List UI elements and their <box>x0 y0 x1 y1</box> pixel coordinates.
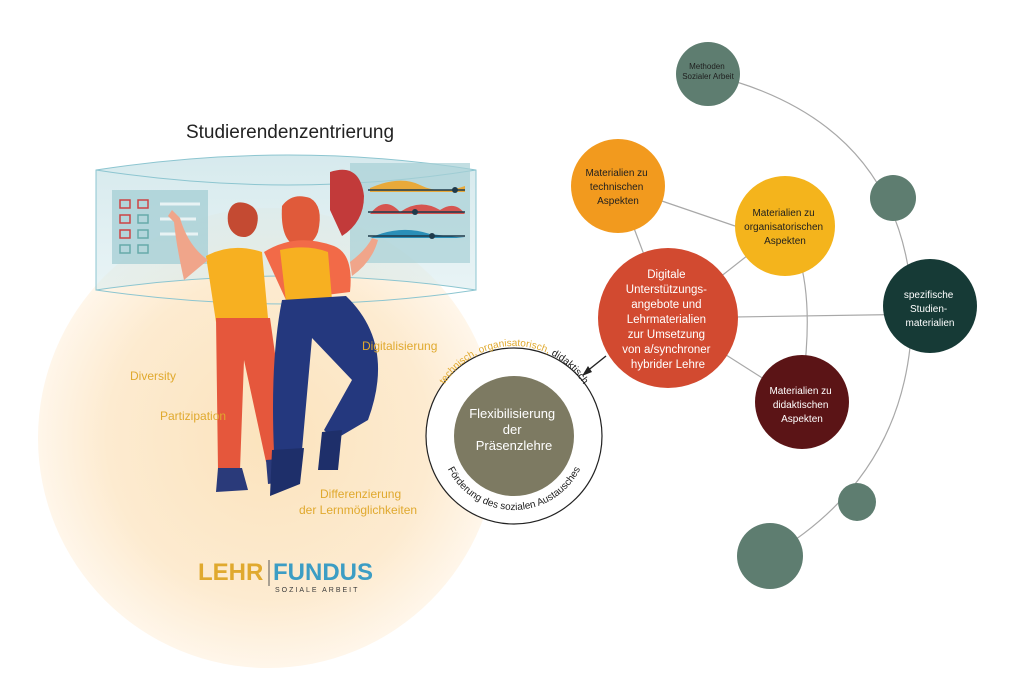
center-ring: Flexibilisierung der Präsenzlehre techni… <box>425 338 603 525</box>
node-digital-line-7: hybrider Lehre <box>631 359 705 371</box>
logo-lehr: LEHR <box>198 559 263 586</box>
svg-text:Methoden Sozialer Arbeit: Methoden Sozialer Arbeit <box>682 62 734 81</box>
label-differenzierung-2: der Lernmöglichkeiten <box>299 503 417 517</box>
title: Studierendenzentrierung <box>186 122 394 143</box>
label-diversity: Diversity <box>130 369 176 383</box>
node-methoden-line-1: Methoden <box>689 62 725 71</box>
graph-panel <box>350 163 470 263</box>
node-digital-line-1: Digitale <box>647 269 685 281</box>
node-organisatorisch-line-1: Materialien zu <box>752 208 814 219</box>
node-spezifisch-line-1: spezifische <box>904 290 954 301</box>
svg-text:Flexibilisierung der: Flexibilisierung der Präsenzlehre <box>469 406 559 453</box>
logo-fundus: FUNDUS <box>273 559 373 586</box>
node-organisatorisch: Materialien zu organisatorischen Aspekte… <box>735 176 835 276</box>
node-digital-line-2: Unterstützungs- <box>626 284 707 296</box>
node-digital: Digitale Unterstützungs- angebote und Le… <box>598 248 738 388</box>
node-small-1 <box>870 175 916 221</box>
node-digital-line-3: angebote und <box>631 299 701 311</box>
node-methoden-line-2: Sozialer Arbeit <box>682 72 734 81</box>
node-spezifisch: spezifische Studien- materialien <box>883 259 977 353</box>
svg-text:Materialien zu organisat: Materialien zu organisatorischen Aspekte… <box>744 208 826 247</box>
node-technisch-line-2: technischen <box>590 182 643 193</box>
node-didaktisch: Materialien zu didaktischen Aspekten <box>755 355 849 449</box>
node-digital-line-5: zur Umsetzung <box>628 329 705 341</box>
node-organisatorisch-line-3: Aspekten <box>764 236 806 247</box>
node-technisch-line-1: Materialien zu <box>585 168 647 179</box>
label-differenzierung-1: Differenzierung <box>320 487 401 501</box>
node-small-2 <box>838 483 876 521</box>
node-spezifisch-line-3: materialien <box>906 318 955 329</box>
node-technisch-line-3: Aspekten <box>597 196 639 207</box>
label-partizipation: Partizipation <box>160 409 226 423</box>
node-technisch: Materialien zu technischen Aspekten <box>571 139 665 233</box>
svg-text:Digitale Unterstützungs-: Digitale Unterstützungs- angebote und Le… <box>622 269 713 371</box>
node-didaktisch-line-3: Aspekten <box>781 414 823 425</box>
label-digitalisierung: Digitalisierung <box>362 339 437 353</box>
svg-text:spezifische Studien-: spezifische Studien- materialien <box>904 290 956 329</box>
woman-illustration <box>264 169 379 496</box>
node-digital-line-6: von a/synchroner <box>622 344 710 356</box>
node-methoden: Methoden Sozialer Arbeit <box>676 42 740 106</box>
logo-subtitle: SOZIALE ARBEIT <box>275 587 359 594</box>
arrow <box>582 355 607 376</box>
node-large-bottom <box>737 523 803 589</box>
svg-text:Materialien zu didaktisc: Materialien zu didaktischen Aspekten <box>769 386 834 425</box>
node-digital-line-4: Lehrmaterialien <box>627 314 706 326</box>
lehrfundus-logo: LEHR FUNDUS SOZIALE ARBEIT <box>198 559 373 594</box>
node-spezifisch-line-2: Studien- <box>910 304 947 315</box>
node-organisatorisch-line-2: organisatorischen <box>744 222 823 233</box>
center-line-1: Flexibilisierung <box>469 406 555 421</box>
svg-text:Materialien zu technisch: Materialien zu technischen Aspekten <box>585 168 650 207</box>
node-didaktisch-line-2: didaktischen <box>773 400 829 411</box>
node-didaktisch-line-1: Materialien zu <box>769 386 831 397</box>
center-line-2: der <box>503 422 522 437</box>
center-line-3: Präsenzlehre <box>476 438 553 453</box>
